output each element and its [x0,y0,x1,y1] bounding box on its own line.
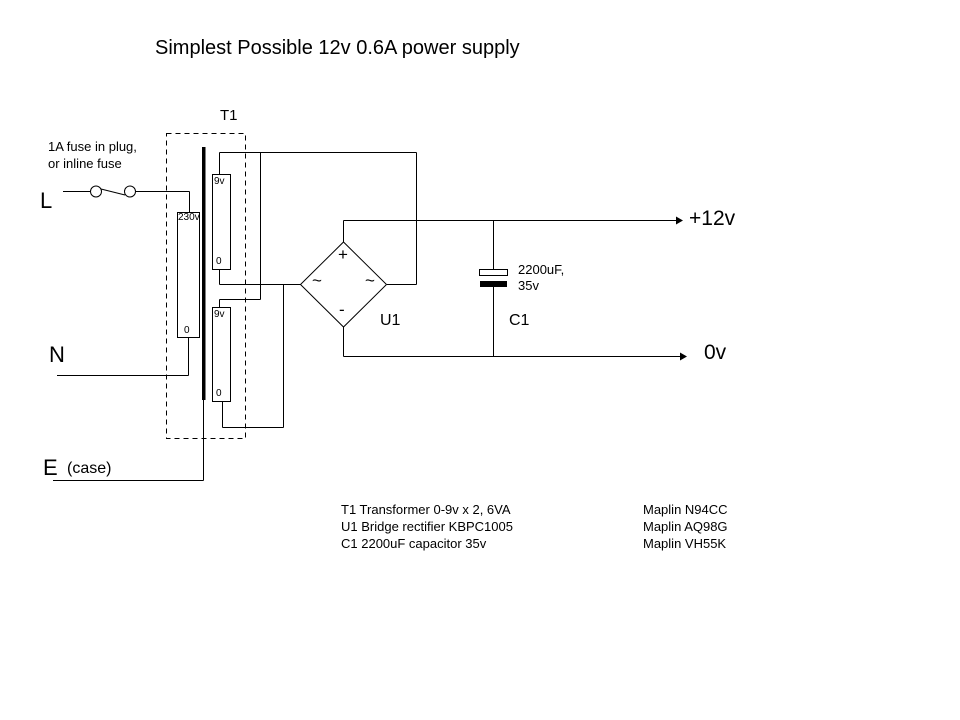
fuse-note-line-1: 1A fuse in plug, [48,139,137,154]
secondary-winding-1 [212,174,231,270]
transformer-core [202,147,206,400]
fuse-link [100,188,126,196]
transformer-ref-label: T1 [220,107,238,124]
cap-negative-plate [480,281,507,287]
parts-list: T1 Transformer 0-9v x 2, 6VA U1 Bridge r… [341,501,513,552]
supplier-code: Maplin AQ98G [643,519,728,534]
supplier-code: Maplin N94CC [643,502,728,517]
secondary1-bottom-label: 0 [216,256,222,267]
secondary1-top-label: 9v [214,176,225,187]
earth-note: (case) [67,460,112,477]
capacitor-value: 2200uF, 35v [518,262,564,294]
neutral-label: N [49,342,65,367]
ground-output-arrow [680,352,687,361]
positive-output-label: +12v [689,207,736,230]
cap-positive-plate [479,269,508,276]
primary-top-label: 230v [178,212,200,223]
fuse-note: 1A fuse in plug, or inline fuse [48,138,137,172]
secondary2-bottom-label: 0 [216,388,222,399]
secondary2-top-label: 9v [214,309,225,320]
bridge-rectifier-symbol [299,241,388,328]
parts-list-item: C1 2200uF capacitor 35v [341,536,487,551]
parts-list-item: U1 Bridge rectifier KBPC1005 [341,519,513,534]
earth-label: E [43,455,58,480]
fuse-note-line-2: or inline fuse [48,156,122,171]
capacitor-ref-label: C1 [509,312,530,329]
live-label: L [40,188,53,213]
capacitor-value-line-2: 35v [518,278,539,293]
ground-output-label: 0v [704,341,727,364]
supplier-list: Maplin N94CC Maplin AQ98G Maplin VH55K [643,501,728,552]
supplier-code: Maplin VH55K [643,536,727,551]
bridge-minus-label: - [339,300,345,319]
primary-winding [177,212,200,338]
bridge-plus-label: + [338,245,348,264]
transformer-enclosure [166,133,246,439]
capacitor-value-line-1: 2200uF, [518,262,565,277]
primary-bottom-label: 0 [184,325,190,336]
diagram-title: Simplest Possible 12v 0.6A power supply [155,37,520,59]
secondary-winding-2 [212,307,231,402]
bridge-ac1-label: ~ [312,271,322,290]
fuse-terminal-2 [124,185,136,198]
bridge-ref-label: U1 [380,312,401,329]
bridge-ac2-label: ~ [365,271,375,290]
parts-list-item: T1 Transformer 0-9v x 2, 6VA [341,502,511,517]
fuse-terminal-1 [90,185,102,198]
positive-output-arrow [676,216,683,225]
